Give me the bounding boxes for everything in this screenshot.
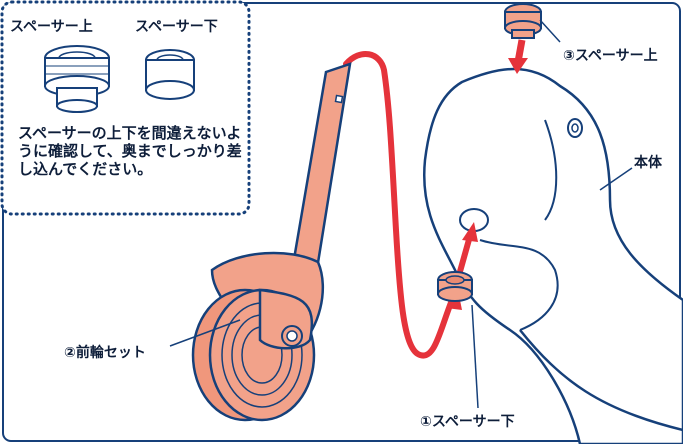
callout-front-wheel-set: ②前輪セット: [64, 345, 146, 361]
legend-instruction-text: スペーサーの上下を間違えないように確認して、奥までしっかり差し込んでください。: [18, 124, 242, 178]
callout-body: 本体: [634, 155, 662, 171]
legend-upper-spacer-illustration: [44, 45, 110, 113]
legend-lower-spacer-illustration: [145, 49, 195, 100]
legend-upper-spacer-label: スペーサー上: [10, 19, 93, 35]
callout-lower-spacer: ①スペーサー下: [420, 414, 515, 430]
body-housing: [422, 67, 683, 444]
front-wheel-set: [191, 62, 352, 422]
legend-lower-spacer-label: スペーサー下: [135, 19, 218, 35]
lower-spacer-part: [437, 271, 473, 302]
route-arrow: [343, 51, 473, 359]
upper-spacer-part: [504, 3, 542, 39]
callout-upper-spacer: ③スペーサー上: [563, 48, 658, 64]
